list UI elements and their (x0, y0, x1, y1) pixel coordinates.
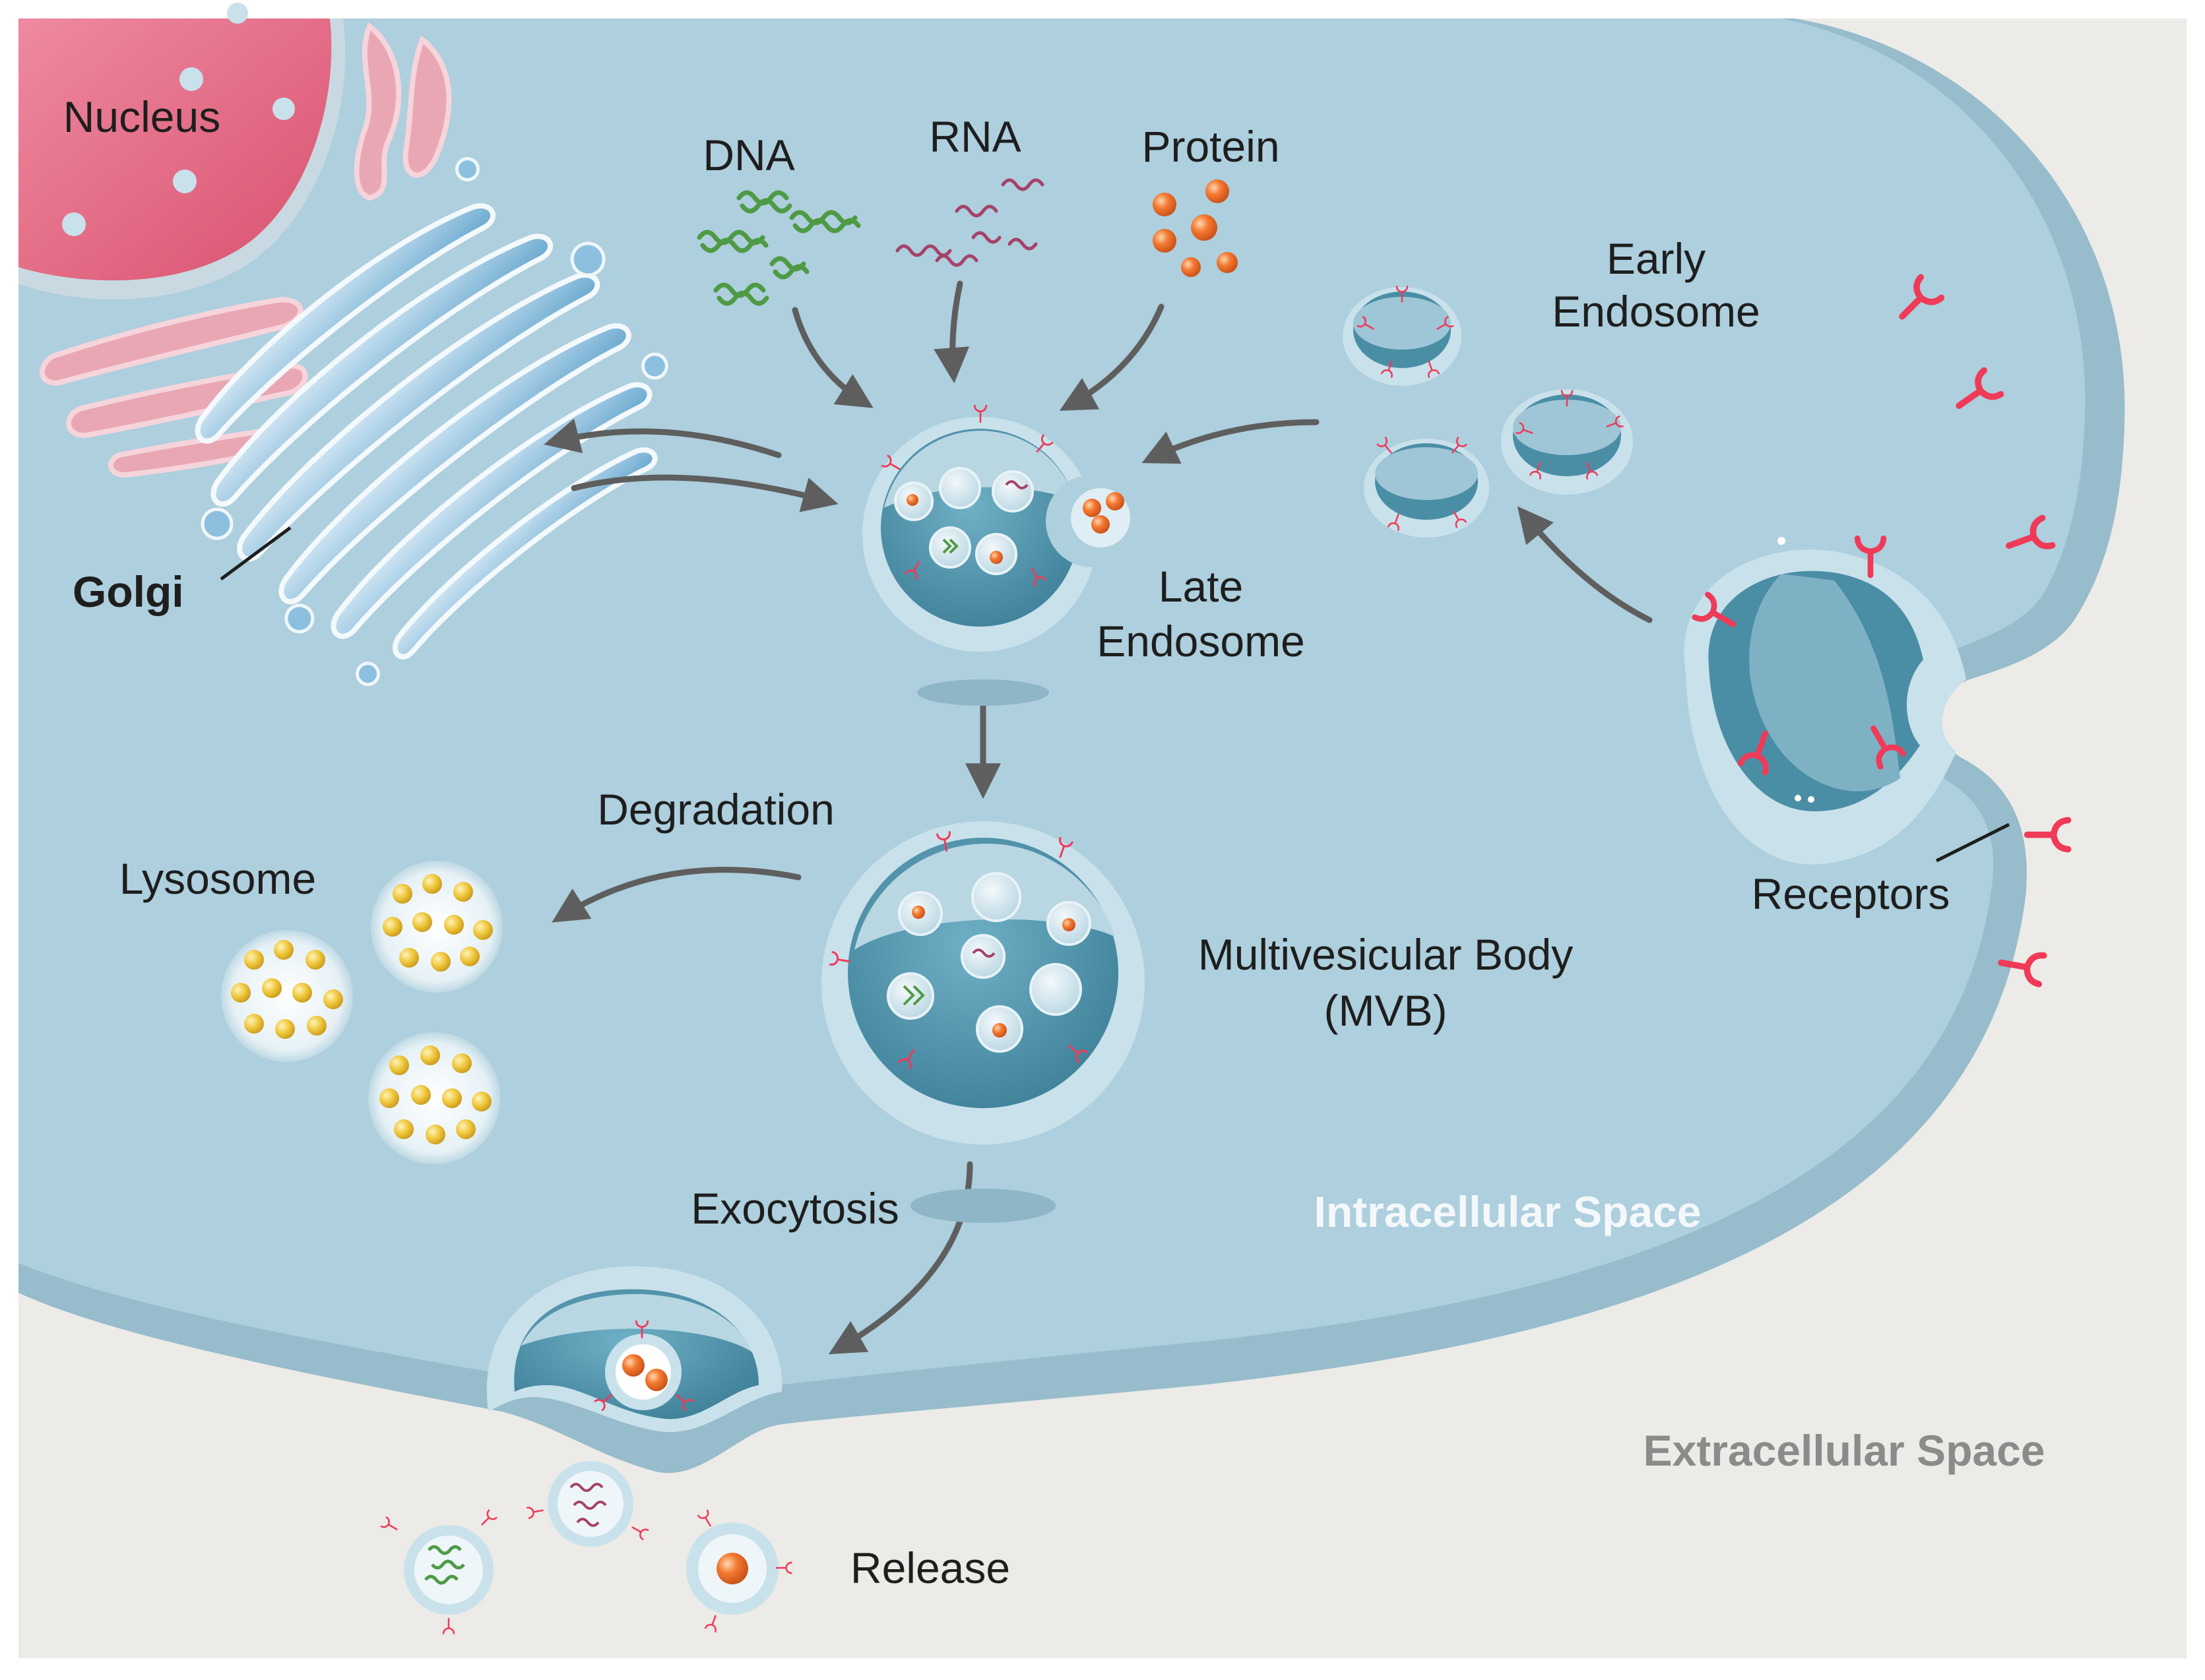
receptors-label: Receptors (1752, 869, 1950, 918)
exocytosis-label: Exocytosis (691, 1184, 899, 1233)
golgi-apparatus (195, 157, 668, 687)
release-label: Release (850, 1543, 1010, 1592)
released-exosome-dna (380, 1509, 497, 1634)
early-endosome-vesicle (1364, 439, 1489, 538)
lysosome-label: Lysosome (119, 854, 316, 903)
nucleus (18, 3, 452, 478)
degradation-label: Degradation (597, 785, 835, 834)
early-to-late-endosome-arrow (1141, 419, 1320, 464)
released-exosome-rna (527, 1461, 649, 1547)
lysosome-granule-icon (231, 874, 493, 1144)
dna-label: DNA (703, 131, 794, 179)
late-endosome-to-golgi-arrow (544, 418, 782, 458)
extracellular-space-label: Extracellular Space (1643, 1426, 2045, 1475)
rna-to-late-endosome-arrow (934, 280, 970, 384)
endocytic-invagination (1684, 537, 1966, 865)
invagination-to-early-endosome-arrow (1517, 506, 1653, 623)
protein-to-late-endosome-arrow (1059, 303, 1165, 411)
golgi-to-late-endosome-arrow (571, 474, 839, 513)
mvb-label-line2: (MVB) (1324, 986, 1448, 1035)
rna-strand-icon (895, 178, 1044, 267)
late-endosome-label-line1: Late (1159, 562, 1243, 611)
lysosome-cluster (221, 861, 503, 1164)
mvb-label-line1: Multivesicular Body (1198, 930, 1574, 979)
late-endosome (862, 404, 1138, 706)
released-exosomes (380, 1461, 792, 1634)
intracellular-space-label: Intracellular Space (1314, 1187, 1702, 1236)
multivesicular-body (821, 821, 1145, 1223)
dna-to-late-endosome-arrow (792, 307, 874, 408)
protein-label: Protein (1141, 122, 1279, 171)
rna-label: RNA (929, 112, 1021, 161)
golgi-label: Golgi (73, 567, 184, 616)
dna-strand-icon (697, 190, 861, 306)
pathway-arrows (544, 280, 1653, 1355)
early-endosome-cluster (1343, 286, 1633, 538)
protein-sphere-icon (1153, 179, 1238, 277)
early-endosome-vesicle (1501, 389, 1633, 495)
golgi-leader-line (220, 526, 292, 581)
nucleus-label: Nucleus (63, 92, 220, 141)
early-endosome-label-line2: Endosome (1552, 287, 1760, 336)
degradation-arrow (552, 867, 802, 923)
receptors-leader-line (1935, 823, 2010, 863)
late-endosome-label-line2: Endosome (1097, 617, 1305, 666)
released-exosome-protein (686, 1509, 792, 1633)
fusing-mvb (486, 1266, 783, 1433)
early-endosome-vesicle (1343, 287, 1461, 386)
early-endosome-label-line1: Early (1607, 234, 1706, 283)
